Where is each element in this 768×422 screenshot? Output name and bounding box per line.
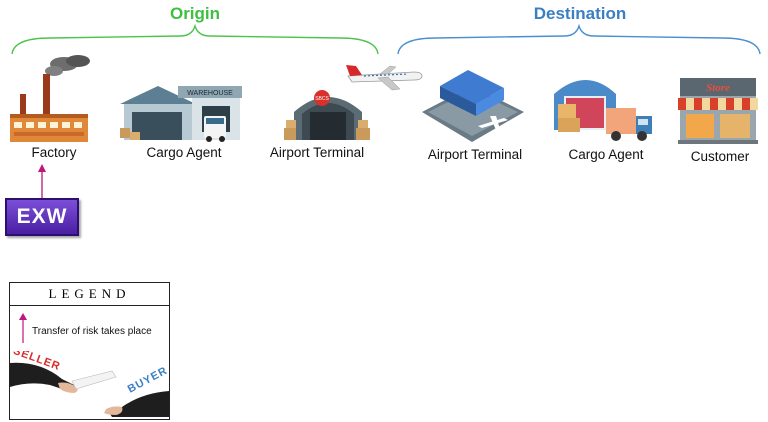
destination-airport-terminal-label: Airport Terminal xyxy=(427,147,523,162)
destination-airport-terminal-icon xyxy=(422,70,524,142)
incoterm-badge: EXW xyxy=(5,198,79,236)
legend-box: LEGEND Transfer of risk takes place SELL… xyxy=(9,282,170,420)
destination-cargo-agent-icon xyxy=(554,80,652,141)
legend-title: LEGEND xyxy=(10,283,169,306)
factory-label: Factory xyxy=(31,145,77,160)
warehouse-icon: WAREHOUSE xyxy=(120,86,242,142)
origin-airport-terminal-label: Airport Terminal xyxy=(269,145,365,160)
legend-risk-text: Transfer of risk takes place xyxy=(32,326,152,337)
origin-airport-terminal-icon: SBCS xyxy=(284,90,370,140)
warehouse-sign-text: WAREHOUSE xyxy=(187,90,233,97)
destination-brace xyxy=(397,23,761,55)
risk-transfer-arrow xyxy=(38,164,46,198)
origin-cargo-agent-label: Cargo Agent xyxy=(146,145,222,160)
store-sign-text: Store xyxy=(706,82,730,94)
buyer-tag: BUYER xyxy=(126,365,169,396)
airplane-icon xyxy=(346,65,423,91)
origin-title: Origin xyxy=(169,4,221,23)
customer-label: Customer xyxy=(690,149,750,164)
legend-arrow xyxy=(19,313,27,343)
terminal-sign-text: SBCS xyxy=(315,96,329,102)
destination-title: Destination xyxy=(533,4,627,23)
factory-icon xyxy=(10,55,90,142)
store-icon: Store xyxy=(678,78,758,144)
destination-cargo-agent-label: Cargo Agent xyxy=(568,147,644,162)
handshake-illustration: SELLER BUYER xyxy=(10,351,169,417)
origin-brace xyxy=(11,23,379,55)
